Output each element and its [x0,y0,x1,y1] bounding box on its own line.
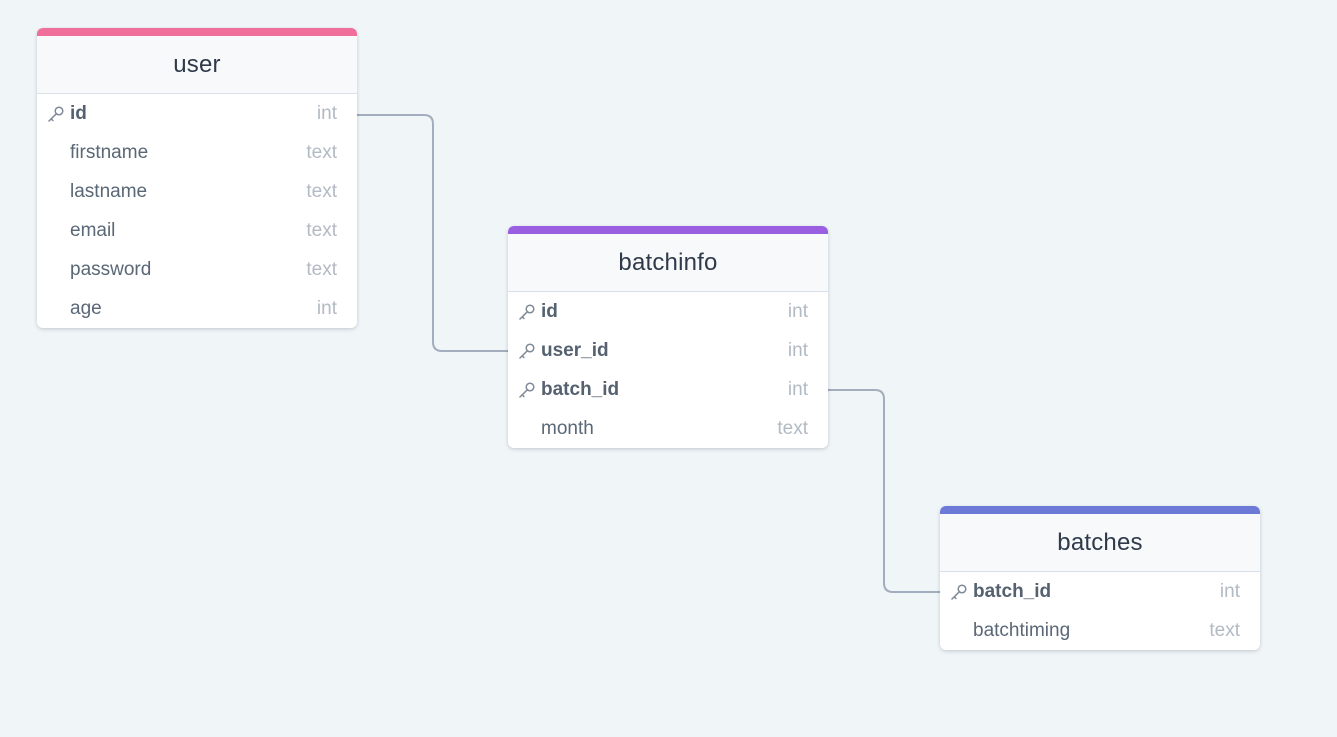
column-row[interactable]: id int [37,94,357,133]
relationship-batchinfo-batches[interactable] [828,389,941,593]
table-header[interactable]: batches [940,514,1260,572]
column-type: int [787,300,808,322]
column-row[interactable]: batch_id int [508,370,828,409]
column-list: batch_id int batchtiming text [940,572,1260,650]
column-name: password [70,258,152,280]
table-user[interactable]: user id int firstname text lastname text… [37,28,357,328]
column-type: int [316,297,337,319]
column-row[interactable]: user_id int [508,331,828,370]
table-title: user [173,50,221,78]
table-header[interactable]: batchinfo [508,234,828,292]
column-type: int [787,339,808,361]
column-name: email [70,219,116,241]
table-batchinfo[interactable]: batchinfo id int user_id int [508,226,828,448]
column-row[interactable]: email text [37,211,357,250]
key-icon [519,304,535,320]
table-accent-bar [940,506,1260,514]
column-name: firstname [70,141,149,163]
table-title: batches [1057,528,1143,556]
column-type: text [777,417,808,439]
column-type: text [306,180,337,202]
column-row[interactable]: lastname text [37,172,357,211]
column-type: text [306,219,337,241]
column-type: text [1209,619,1240,641]
key-icon [519,382,535,398]
column-name: id [70,102,87,124]
column-name: month [541,417,594,439]
column-type: int [316,102,337,124]
relationship-user-batchinfo[interactable] [357,114,509,352]
column-row[interactable]: month text [508,409,828,448]
table-accent-bar [508,226,828,234]
key-icon [951,584,967,600]
table-header[interactable]: user [37,36,357,94]
column-row[interactable]: password text [37,250,357,289]
column-name: age [70,297,102,319]
column-row[interactable]: batch_id int [940,572,1260,611]
column-name: id [541,300,558,322]
column-name: batch_id [541,378,620,400]
table-title: batchinfo [618,248,718,276]
table-accent-bar [37,28,357,36]
column-type: int [787,378,808,400]
column-type: text [306,141,337,163]
column-list: id int user_id int batch_id int [508,292,828,448]
column-row[interactable]: id int [508,292,828,331]
column-name: batchtiming [973,619,1071,641]
key-icon [48,106,64,122]
column-name: lastname [70,180,148,202]
column-list: id int firstname text lastname text emai… [37,94,357,328]
table-batches[interactable]: batches batch_id int batchtiming text [940,506,1260,650]
column-name: user_id [541,339,609,361]
column-row[interactable]: batchtiming text [940,611,1260,650]
key-icon [519,343,535,359]
column-row[interactable]: age int [37,289,357,328]
column-row[interactable]: firstname text [37,133,357,172]
column-type: int [1219,580,1240,602]
column-type: text [306,258,337,280]
column-name: batch_id [973,580,1052,602]
